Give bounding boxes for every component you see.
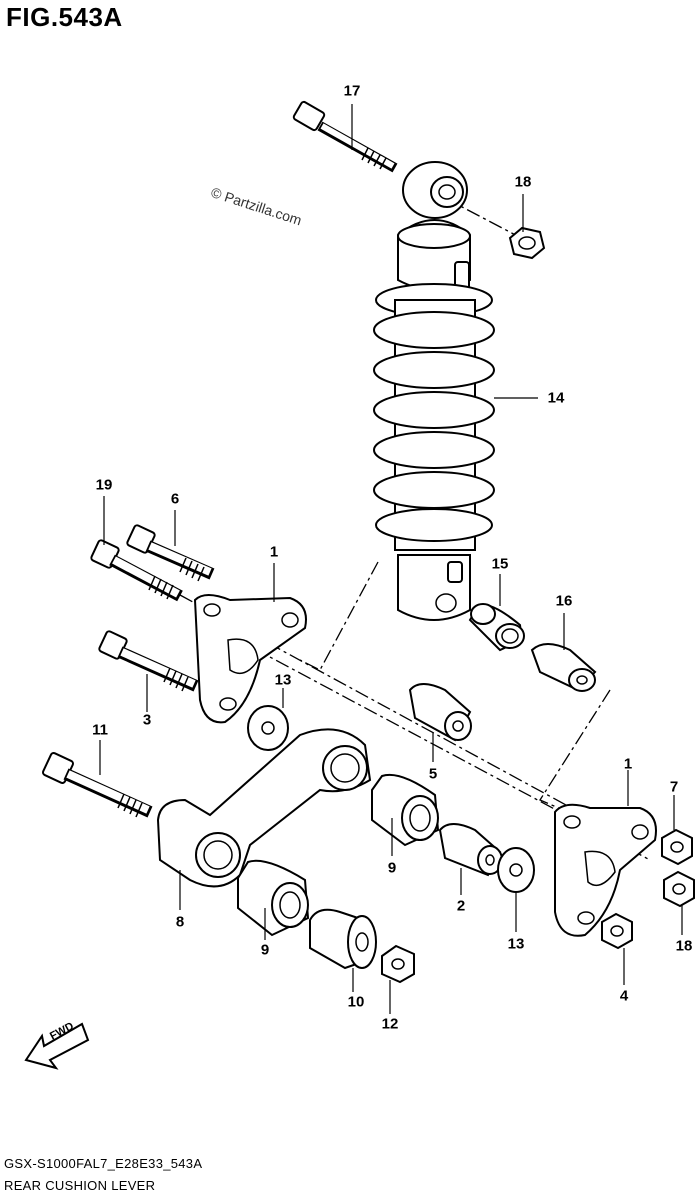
part-5-spacer <box>408 683 472 742</box>
part-10-collar <box>309 908 377 970</box>
part-14-shock-absorber <box>373 161 495 621</box>
part-4-nut <box>601 912 633 950</box>
callout-12: 12 <box>381 1015 399 1033</box>
part-2-spacer <box>438 823 503 877</box>
part-7-nut <box>661 828 693 866</box>
callout-4: 4 <box>619 987 629 1005</box>
part-1-plate-right <box>554 803 657 937</box>
callout-11: 11 <box>92 721 108 739</box>
callout-9: 9 <box>260 941 270 959</box>
model-code: GSX-S1000FAL7_E28E33_543A <box>4 1156 203 1171</box>
part-11-bolt <box>42 752 153 818</box>
callout-3: 3 <box>142 711 152 729</box>
callout-15: 15 <box>491 555 509 573</box>
callout-16: 16 <box>555 592 573 610</box>
callout-10: 10 <box>347 993 365 1011</box>
callout-17: 17 <box>343 82 361 100</box>
callout-18: 18 <box>675 937 693 955</box>
part-18-nut-lower <box>663 870 695 908</box>
callout-6: 6 <box>170 490 180 508</box>
part-13-washer-lower <box>497 847 535 893</box>
leader-lines <box>99 104 683 1014</box>
part-19-bolt <box>90 539 183 602</box>
callout-1: 1 <box>623 755 633 773</box>
part-15-bearing <box>468 603 525 652</box>
callout-8: 8 <box>175 913 185 931</box>
part-16-spacer <box>530 643 597 692</box>
callout-1: 1 <box>269 543 279 561</box>
part-3-bolt <box>98 630 199 692</box>
part-18-nut-upper <box>508 226 546 260</box>
callout-14: 14 <box>547 389 565 407</box>
part-1-plate-left <box>193 594 307 724</box>
part-6-bolt <box>126 524 215 582</box>
part-8-cushion-lever <box>156 728 372 888</box>
callout-13: 13 <box>507 935 525 953</box>
callout-13: 13 <box>274 671 292 689</box>
part-17-bolt <box>292 100 398 173</box>
callout-9: 9 <box>387 859 397 877</box>
part-9-bearing-upper <box>371 773 440 847</box>
part-12-nut <box>381 944 415 984</box>
part-9-bearing-lower <box>237 859 310 937</box>
callout-2: 2 <box>456 897 466 915</box>
callout-19: 19 <box>95 476 113 494</box>
figure-title: FIG.543A <box>6 2 123 32</box>
callout-5: 5 <box>428 765 438 783</box>
figure-caption: REAR CUSHION LEVER <box>4 1178 156 1193</box>
fwd-arrow-icon <box>24 1022 90 1070</box>
callout-18: 18 <box>514 173 532 191</box>
part-13-washer-upper <box>247 705 289 751</box>
callout-7: 7 <box>669 778 679 796</box>
